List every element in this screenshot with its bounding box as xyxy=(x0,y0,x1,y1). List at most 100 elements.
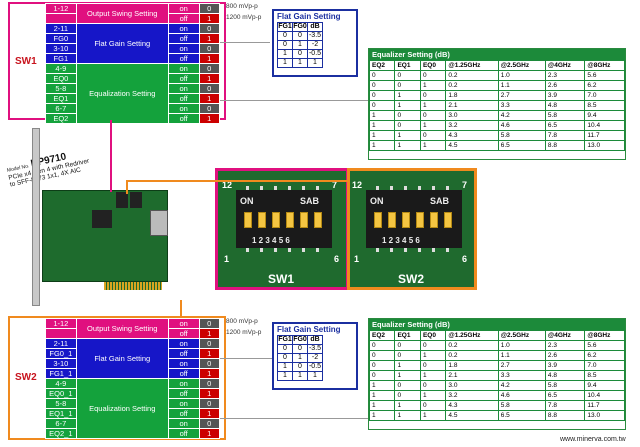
equalizer-cell: 0 xyxy=(368,100,396,111)
switch-pins: 6-7 xyxy=(45,418,77,429)
dip-switch-slider[interactable] xyxy=(430,212,438,228)
flat-gain-cell: -3.5 xyxy=(307,31,323,41)
dip-switch-slider[interactable] xyxy=(314,212,322,228)
equalizer-header: @2.5GHz xyxy=(497,330,546,341)
equalizer-header: @1.25GHz xyxy=(445,60,499,71)
dip-switch-slider[interactable] xyxy=(374,212,382,228)
equalizer-cell: 5.8 xyxy=(544,380,586,391)
card-dip-sw1-small xyxy=(116,192,128,208)
flat-gain-title: Flat Gain Setting xyxy=(277,12,341,21)
dip-switch-slider[interactable] xyxy=(258,212,266,228)
equalizer-cell: 2.7 xyxy=(497,90,546,101)
dip-sw2-on: ON xyxy=(370,196,384,206)
equalizer-cell: 5.8 xyxy=(544,110,586,121)
equalizer-cell: 9.4 xyxy=(584,110,625,121)
equalizer-cell: 0 xyxy=(394,380,421,391)
equalizer-cell: 6.5 xyxy=(497,140,546,151)
flat-gain-cell: 1 xyxy=(277,49,293,59)
switch-value: 0 xyxy=(198,378,221,389)
switch-state: on xyxy=(167,418,200,429)
equalizer-cell: 3.0 xyxy=(445,380,499,391)
equalizer-cell: 1.0 xyxy=(497,70,546,81)
dip-sw1-top-right: 7 xyxy=(332,180,338,190)
switch-pins: EQ1_1 xyxy=(45,408,77,419)
dip-pin xyxy=(246,186,249,190)
switch-state: off xyxy=(167,328,200,339)
dip-switch-slider[interactable] xyxy=(402,212,410,228)
equalizer-cell: 4.8 xyxy=(544,370,586,381)
equalizer-cell: 3.3 xyxy=(497,100,546,111)
equalizer-cell: 1.8 xyxy=(445,360,499,371)
dip-pin xyxy=(404,248,407,252)
dip-switch-slider[interactable] xyxy=(286,212,294,228)
equalizer-cell: 3.9 xyxy=(544,90,586,101)
equalizer-cell: 13.0 xyxy=(584,140,625,151)
equalizer-cell: 0 xyxy=(394,70,421,81)
switch-setting-name: Flat Gain Setting xyxy=(75,23,169,64)
switch-pins: 1-12 xyxy=(45,3,77,14)
equalizer-cell: 9.4 xyxy=(584,380,625,391)
switch-state: on xyxy=(167,43,200,54)
equalizer-cell: 4.6 xyxy=(497,120,546,131)
equalizer-cell: 4.3 xyxy=(445,400,499,411)
switch-value: 1 xyxy=(198,408,221,419)
sw2-swing-1200: 1200 mVp-p xyxy=(226,329,262,336)
dip-switch-slider[interactable] xyxy=(272,212,280,228)
dip-pin xyxy=(446,248,449,252)
equalizer-cell: 1 xyxy=(368,410,396,421)
switch-value: 0 xyxy=(198,398,221,409)
equalizer-cell: 0 xyxy=(419,360,447,371)
switch-pins: EQ2_1 xyxy=(45,428,77,439)
equalizer-cell: 5.8 xyxy=(497,130,546,141)
equalizer-header: @8GHz xyxy=(584,330,625,341)
switch-value: 1 xyxy=(198,388,221,399)
flat-gain-cell: 0 xyxy=(277,31,293,41)
dip-pin xyxy=(376,248,379,252)
equalizer-cell: 0 xyxy=(419,380,447,391)
dip-pin xyxy=(404,186,407,190)
dip-switch-slider[interactable] xyxy=(300,212,308,228)
dip-switch-slider[interactable] xyxy=(244,212,252,228)
dip-pin xyxy=(274,186,277,190)
switch-pins: 5-8 xyxy=(45,398,77,409)
equalizer-cell: 1 xyxy=(419,80,447,91)
dip-switch-slider[interactable] xyxy=(444,212,452,228)
connector-line xyxy=(220,418,370,419)
sw1-label: SW1 xyxy=(15,56,37,67)
dip-switch-slider[interactable] xyxy=(416,212,424,228)
equalizer-title: Equalizer Setting (dB) xyxy=(369,49,625,60)
switch-pins: EQ2 xyxy=(45,113,77,124)
equalizer-cell: 0 xyxy=(394,390,421,401)
equalizer-cell: 2.1 xyxy=(445,370,499,381)
flat-gain-cell: 0 xyxy=(292,344,308,354)
switch-state: off xyxy=(167,388,200,399)
equalizer-cell: 0 xyxy=(419,400,447,411)
flat-gain-cell: 0 xyxy=(292,49,308,59)
flat-gain-cell: 1 xyxy=(277,371,293,381)
equalizer-cell: 8.8 xyxy=(544,140,586,151)
flat-gain-cell: -3.5 xyxy=(307,344,323,354)
dip-switch-slider[interactable] xyxy=(388,212,396,228)
flat-gain-cell: 0 xyxy=(277,40,293,50)
equalizer-cell: 2.1 xyxy=(445,100,499,111)
switch-value: 1 xyxy=(198,428,221,439)
switch-state: on xyxy=(167,358,200,369)
sw2-swing-800: 800 mVp-p xyxy=(226,318,258,325)
switch-value: 0 xyxy=(198,63,221,74)
flat-gain-cell: 0 xyxy=(277,344,293,354)
orange-connector xyxy=(126,180,350,182)
flat-gain-header: FG1 xyxy=(277,22,293,32)
